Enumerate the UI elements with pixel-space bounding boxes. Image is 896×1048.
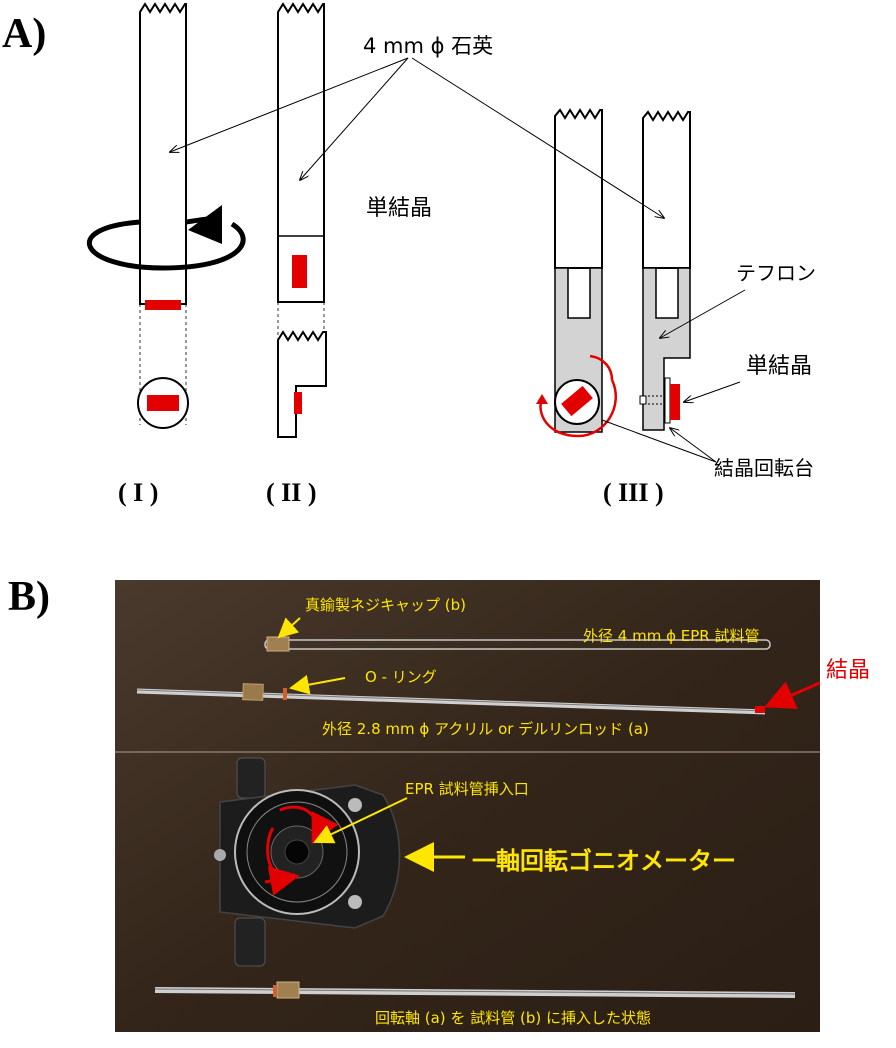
inserted-state-label: 回転軸 (a) を 試料管 (b) に挿入した状態 <box>375 1009 651 1027</box>
crystal-iii-right <box>670 384 680 420</box>
o-ring-label: O - リング <box>365 668 437 686</box>
crystal-ii <box>292 255 307 288</box>
teflon-label: テフロン <box>736 261 816 285</box>
panel-b-label: B) <box>8 574 50 620</box>
rod-label: 外径 2.8 mm ϕ アクリル or デルリンロッド (a) <box>322 720 649 738</box>
tube-i <box>137 2 189 429</box>
crystal-label: 結晶 <box>826 658 871 683</box>
crystal-i <box>145 300 181 310</box>
crystal-ii-side <box>294 392 302 414</box>
epr-tube-label: 外径 4 mm ϕ EPR 試料管 <box>583 627 760 645</box>
quartz-label: 4 mm ϕ 石英 <box>363 34 494 58</box>
tube-ii <box>277 2 327 438</box>
rotation-stage-label: 結晶回転台 <box>714 456 814 480</box>
crystal-i-section <box>147 395 179 411</box>
label-roman-1: ( I ) <box>118 478 159 507</box>
single-crystal-label-ii: 単結晶 <box>366 196 433 221</box>
leader-lines <box>170 57 746 463</box>
panel-a-drawing <box>87 2 746 463</box>
brass-cap-label: 真鍮製ネジキャップ (b) <box>305 596 466 614</box>
goniometer-label: 一軸回転ゴニオメーター <box>472 847 736 875</box>
panel-a-label: A) <box>2 11 47 57</box>
acryl-rod <box>136 683 766 715</box>
rotation-arrow-i <box>87 205 246 271</box>
single-crystal-label-iii: 単結晶 <box>746 354 813 379</box>
tube-iii-right <box>639 110 691 431</box>
tube-iii-left <box>536 108 618 438</box>
epr-tube <box>264 636 771 652</box>
inserted-assembly <box>154 981 796 999</box>
crystal-iii-left <box>561 385 593 417</box>
insertion-port-label: EPR 試料管挿入口 <box>405 780 529 798</box>
goniometer-photo: 真鍮製ネジキャップ (b) 外径 4 mm ϕ EPR 試料管 O - リング … <box>115 580 820 1032</box>
label-roman-2: ( II ) <box>266 478 317 507</box>
label-roman-3: ( III ) <box>603 478 664 507</box>
